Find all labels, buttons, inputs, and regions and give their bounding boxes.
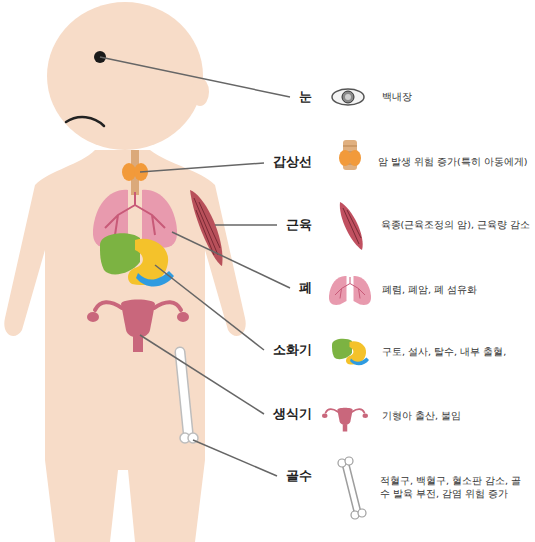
pancreas [136,271,174,287]
bone-icon [338,457,366,519]
leader-line [155,265,264,350]
effect-text: 백내장 [382,91,412,104]
bone-knob [358,509,366,517]
uterus-icon [322,408,368,432]
effect-text: 폐렴, 폐암, 폐 섬유화 [382,284,477,297]
cervix [133,336,143,352]
bone-knob [345,457,353,465]
muscle [340,202,363,250]
bone-shaft-inner [346,466,357,510]
effect-text: 기형아 출산, 불임 [382,410,461,423]
effect-text: 암 발생 위험 증가(특히 아동에게) [378,156,528,169]
ovary [177,312,189,322]
bone-shaft [346,466,357,510]
muscle-icon [340,202,363,250]
eye-outline [332,89,364,105]
digestive-icon [332,339,369,366]
leader-line [140,163,264,172]
leader-line [140,335,264,414]
effect-text: 적혈구, 백혈구, 혈소판 감소, 골수 발육 부전, 감염 위험 증가 [380,475,525,501]
muscle [190,190,223,266]
effect-text: 육종(근육조정의 암), 근육량 감소 [381,219,531,232]
ovary [87,312,99,322]
organ-name: 골수 [286,467,312,485]
cataract [345,94,351,100]
organ-name: 생식기 [273,405,312,423]
bronchi [105,192,165,235]
leader-lines [100,57,290,476]
muscle-fibers [194,198,220,255]
thyroid-icon [339,140,361,170]
leader-line [193,440,277,476]
organ-name: 근육 [286,216,312,234]
digestive-organs [100,233,174,286]
leader-line [215,224,277,226]
muscle-fibers [343,208,361,244]
lung-icon [329,276,371,305]
organ-name: 폐 [299,279,312,297]
uterus-body [121,300,155,338]
eye-icon [332,89,364,105]
head [47,2,203,150]
effect-text: 구토, 설사, 탈수, 내부 출혈, [382,346,506,359]
leader-line [100,57,290,97]
organ-name: 눈 [299,88,312,106]
arm-muscle [190,190,223,266]
liver [100,233,140,274]
thyroid-lobe [122,163,136,181]
leader-line [172,232,290,288]
uterus [87,300,189,353]
organ-name: 소화기 [273,341,312,359]
iris [342,91,354,103]
thyroid-lobe [349,150,361,166]
mouth [66,117,104,126]
body-silhouette [4,150,245,542]
organ-name: 갑상선 [273,153,312,171]
ear [191,78,209,106]
